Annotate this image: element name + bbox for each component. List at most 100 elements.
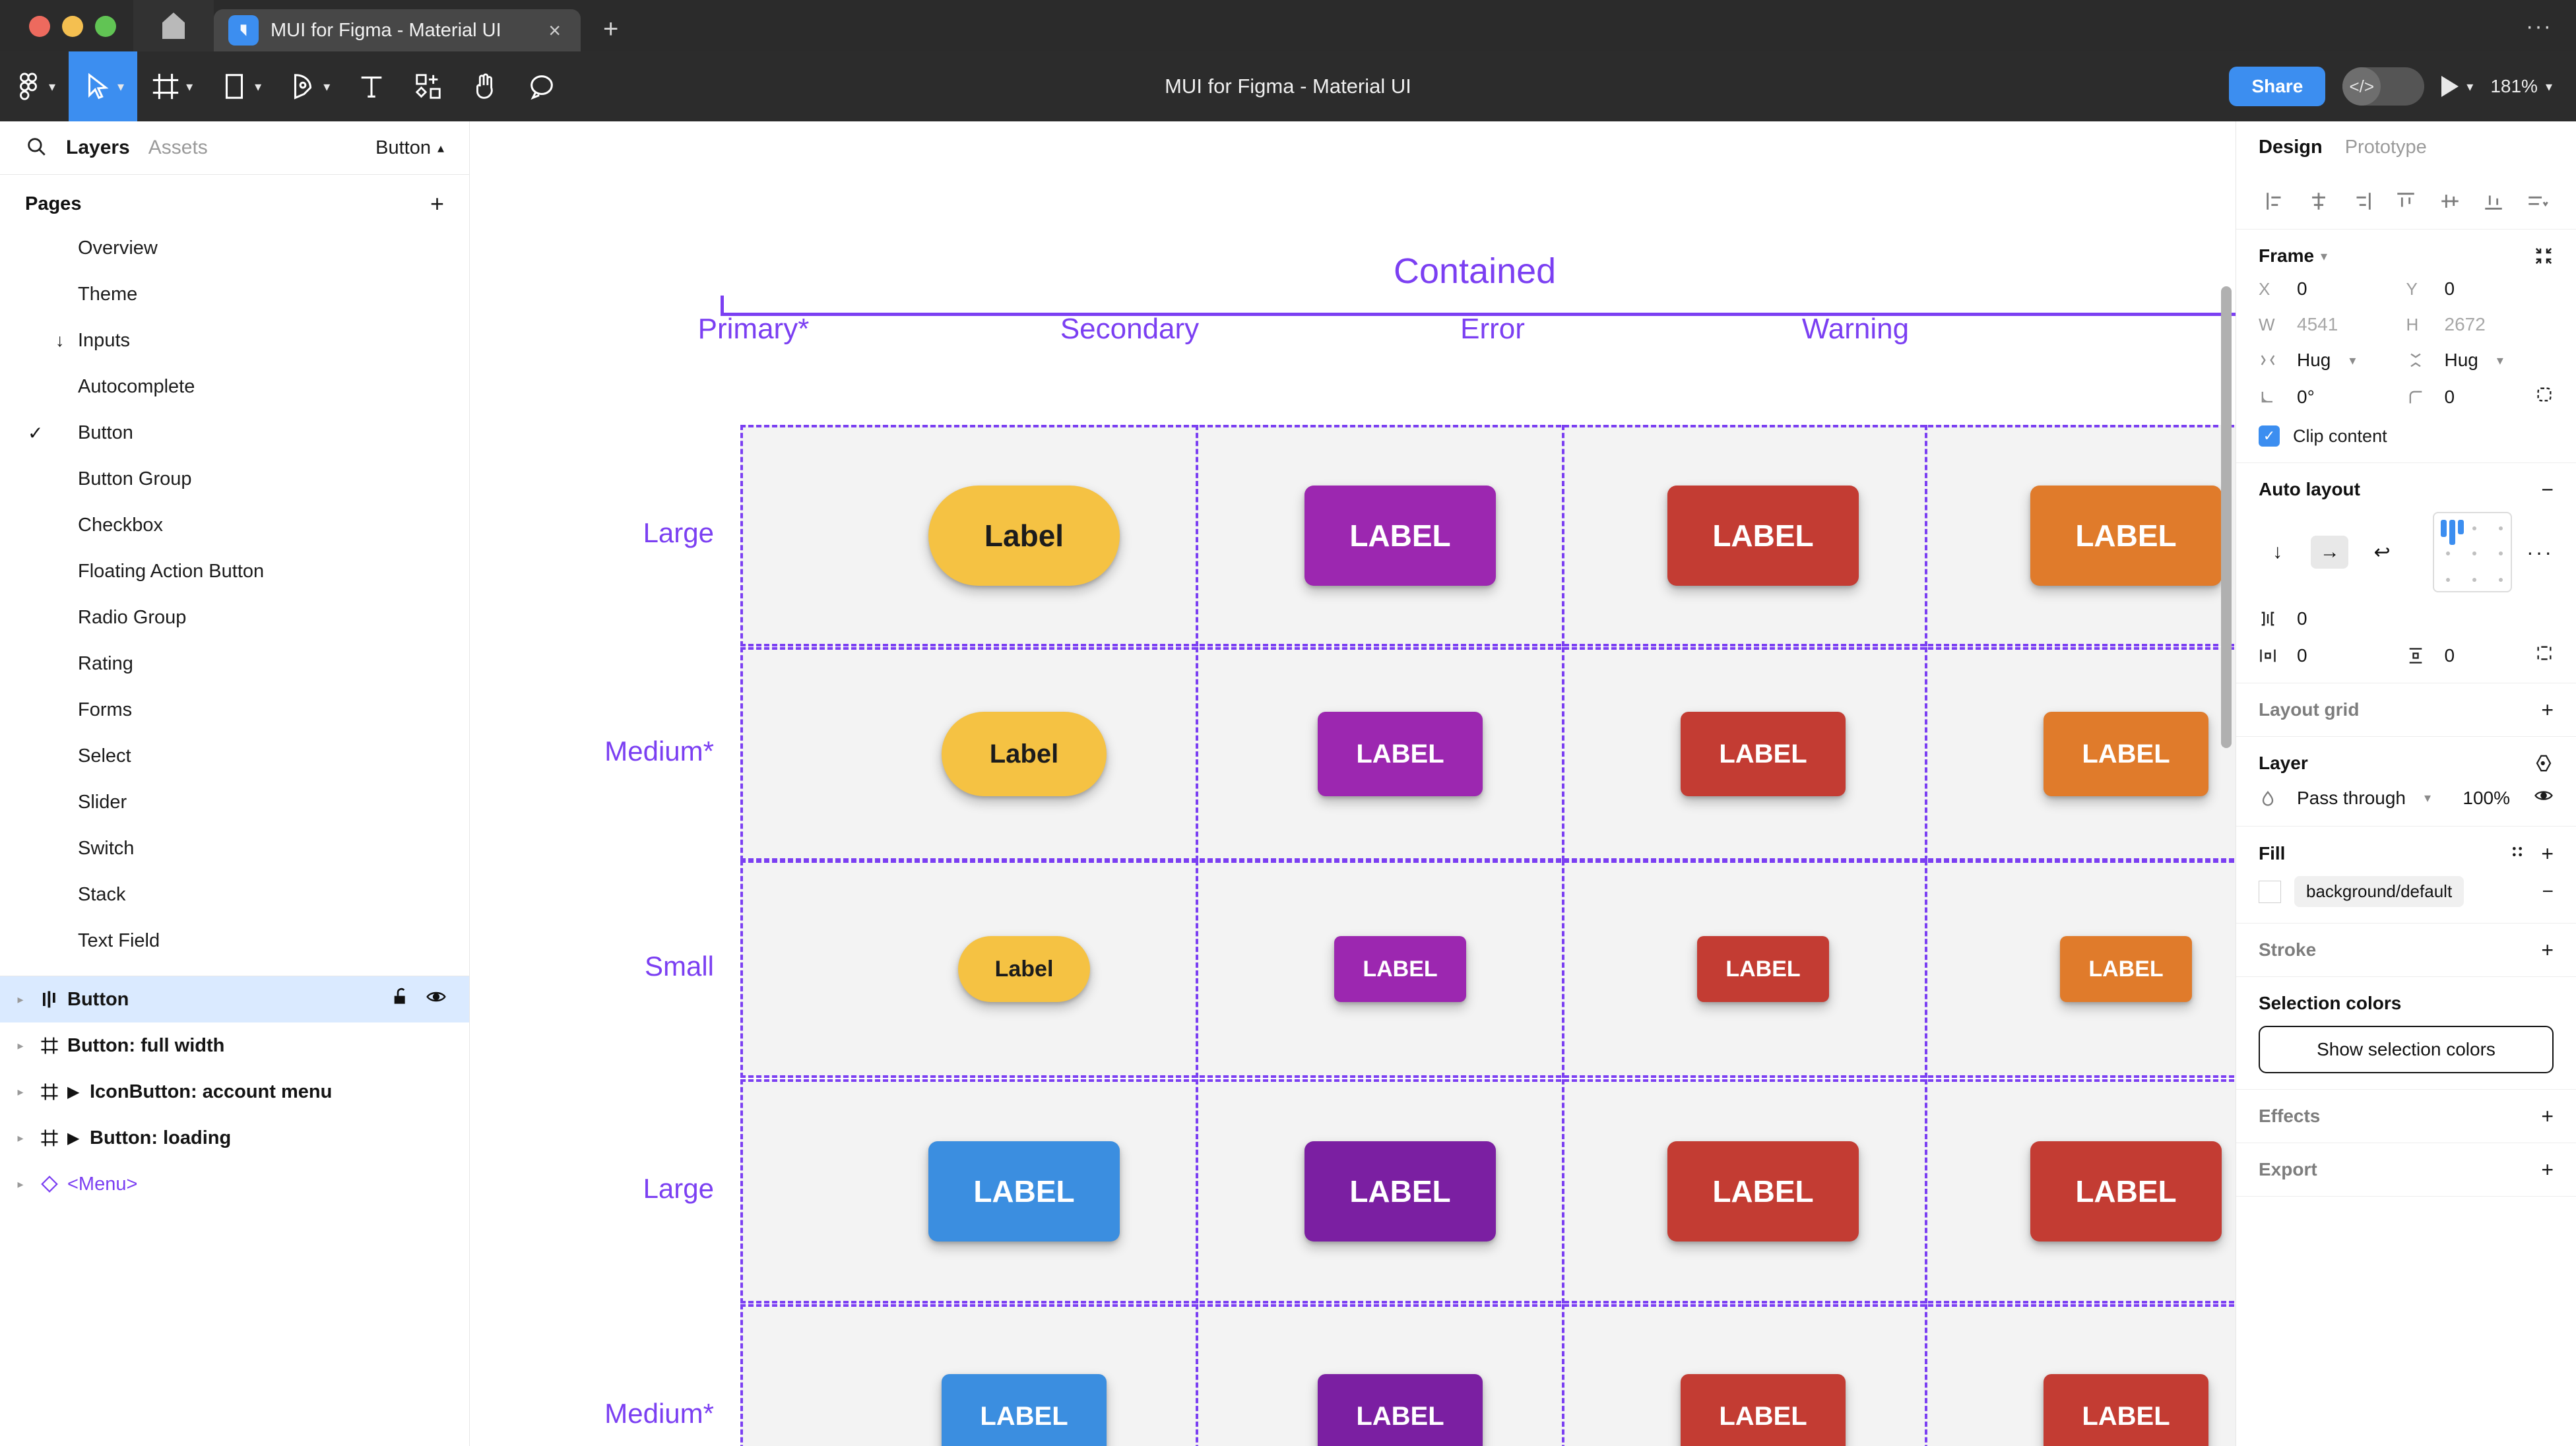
page-item-overview[interactable]: Overview [0,225,469,271]
page-item-select[interactable]: Select [0,733,469,779]
align-horizontal-center-icon[interactable] [2297,190,2340,212]
add-page-button[interactable]: + [430,190,444,217]
chevron-down-icon[interactable]: ▾ [2466,79,2474,94]
button-r2-c1[interactable]: LABEL [1334,936,1466,1002]
tab-layers[interactable]: Layers [66,137,130,158]
distribute-menu-icon[interactable] [2515,190,2559,212]
horizontal-padding-field[interactable]: 0 [2259,644,2406,667]
button-r2-c2[interactable]: LABEL [1697,936,1829,1002]
independent-corners-icon[interactable] [2535,385,2554,408]
direction-wrap-button[interactable]: ↩ [2373,541,2391,563]
layer-row[interactable]: ▸▶Button: loading [0,1115,469,1161]
new-tab-button[interactable]: + [603,15,619,44]
clip-content-checkbox[interactable]: ✓ [2259,425,2280,447]
page-item-checkbox[interactable]: Checkbox [0,502,469,548]
page-item-text-field[interactable]: Text Field [0,918,469,964]
fill-row[interactable]: background/default − [2259,876,2554,907]
button-r2-c0[interactable]: Label [958,936,1090,1002]
chevron-right-icon[interactable]: ▸ [17,1038,24,1052]
page-item-autocomplete[interactable]: Autocomplete [0,363,469,410]
button-r1-c1[interactable]: LABEL [1318,712,1483,796]
fill-color-swatch[interactable] [2259,880,2281,903]
dev-mode-toggle[interactable]: </> [2342,67,2425,106]
button-r1-c3[interactable]: LABEL [2044,712,2208,796]
present-button[interactable]: ▾ [2441,76,2473,97]
expand-triangle-icon[interactable]: ▶ [67,1083,80,1101]
add-stroke-button[interactable]: + [2541,938,2554,962]
chevron-down-icon[interactable]: ▾ [2321,249,2328,264]
direction-vertical-button[interactable]: ↓ [2272,541,2283,563]
share-button[interactable]: Share [2229,67,2326,106]
chevron-right-icon[interactable]: ▸ [17,1084,24,1098]
button-r4-c0[interactable]: LABEL [942,1374,1107,1446]
page-item-forms[interactable]: Forms [0,687,469,733]
comment-tool[interactable] [513,51,570,121]
page-item-slider[interactable]: Slider [0,779,469,825]
blend-mode-select[interactable]: Pass through ▾ 100% [2259,786,2554,810]
expand-triangle-icon[interactable]: ▶ [67,1129,80,1147]
button-r3-c3[interactable]: LABEL [2030,1141,2222,1242]
page-item-inputs[interactable]: ↓Inputs [0,317,469,363]
button-r4-c1[interactable]: LABEL [1318,1374,1483,1446]
layer-row[interactable]: ▸<Menu> [0,1161,469,1207]
align-vertical-center-icon[interactable] [2428,190,2472,212]
remove-auto-layout-button[interactable]: − [2541,478,2554,501]
page-item-rating[interactable]: Rating [0,641,469,687]
add-effect-button[interactable]: + [2541,1104,2554,1128]
page-item-stack[interactable]: Stack [0,871,469,918]
text-tool[interactable] [343,51,400,121]
close-window-button[interactable] [29,16,50,37]
zoom-control[interactable]: 181% ▾ [2490,76,2552,97]
chevron-right-icon[interactable]: ▸ [17,992,24,1006]
button-r3-c1[interactable]: LABEL [1304,1141,1496,1242]
close-tab-icon[interactable]: × [548,18,561,42]
search-icon[interactable] [25,135,48,161]
rotation-field[interactable]: 0° [2259,385,2406,408]
button-r4-c3[interactable]: LABEL [2044,1374,2208,1446]
page-item-button[interactable]: ✓Button [0,410,469,456]
align-right-icon[interactable] [2340,190,2384,212]
button-r3-c0[interactable]: LABEL [928,1141,1120,1242]
button-r0-c3[interactable]: LABEL [2030,486,2222,586]
chevron-down-icon[interactable]: ▾ [2545,79,2552,94]
chevron-right-icon[interactable]: ▸ [17,1131,24,1145]
button-r0-c0[interactable]: Label [928,486,1120,586]
show-selection-colors-button[interactable]: Show selection colors [2259,1026,2554,1073]
horizontal-resizing-select[interactable]: Hug ▾ [2259,350,2406,371]
button-r4-c2[interactable]: LABEL [1681,1374,1846,1446]
hand-tool[interactable] [457,51,513,121]
layer-row[interactable]: ▸Button: full width [0,1022,469,1069]
button-r2-c3[interactable]: LABEL [2060,936,2192,1002]
clip-content-row[interactable]: ✓ Clip content [2259,425,2554,447]
button-r1-c0[interactable]: Label [942,712,1107,796]
page-item-theme[interactable]: Theme [0,271,469,317]
vertical-resizing-select[interactable]: Hug ▾ [2406,350,2554,371]
page-item-radio-group[interactable]: Radio Group [0,594,469,641]
tab-assets[interactable]: Assets [148,137,208,158]
window-controls[interactable] [0,16,133,51]
page-item-switch[interactable]: Switch [0,825,469,871]
x-field[interactable]: X 0 [2259,278,2406,299]
direction-horizontal-button[interactable]: → [2311,536,2349,569]
add-export-button[interactable]: + [2541,1158,2554,1181]
page-item-button-group[interactable]: Button Group [0,456,469,502]
fill-style-name[interactable]: background/default [2294,876,2464,907]
canvas-scrollbar[interactable] [2221,286,2232,748]
button-r0-c1[interactable]: LABEL [1304,486,1496,586]
layer-row[interactable]: ▸Button [0,976,469,1022]
chevron-right-icon[interactable]: ▸ [17,1177,24,1191]
auto-layout-more-icon[interactable]: ··· [2527,540,2554,564]
frame-tool[interactable]: ▾ [137,51,206,121]
align-bottom-icon[interactable] [2472,190,2515,212]
page-context-selector[interactable]: Button ▴ [375,137,444,159]
height-field[interactable]: H 2672 [2406,314,2554,335]
align-left-icon[interactable] [2253,190,2297,212]
button-r0-c2[interactable]: LABEL [1667,486,1859,586]
page-expand-arrow-icon[interactable]: ↓ [55,330,65,350]
tab-prototype[interactable]: Prototype [2344,136,2427,158]
layer-visibility-icon[interactable] [2534,786,2554,810]
layer-variable-icon[interactable] [2534,753,2554,773]
home-button[interactable] [133,0,214,51]
minimize-window-button[interactable] [62,16,83,37]
